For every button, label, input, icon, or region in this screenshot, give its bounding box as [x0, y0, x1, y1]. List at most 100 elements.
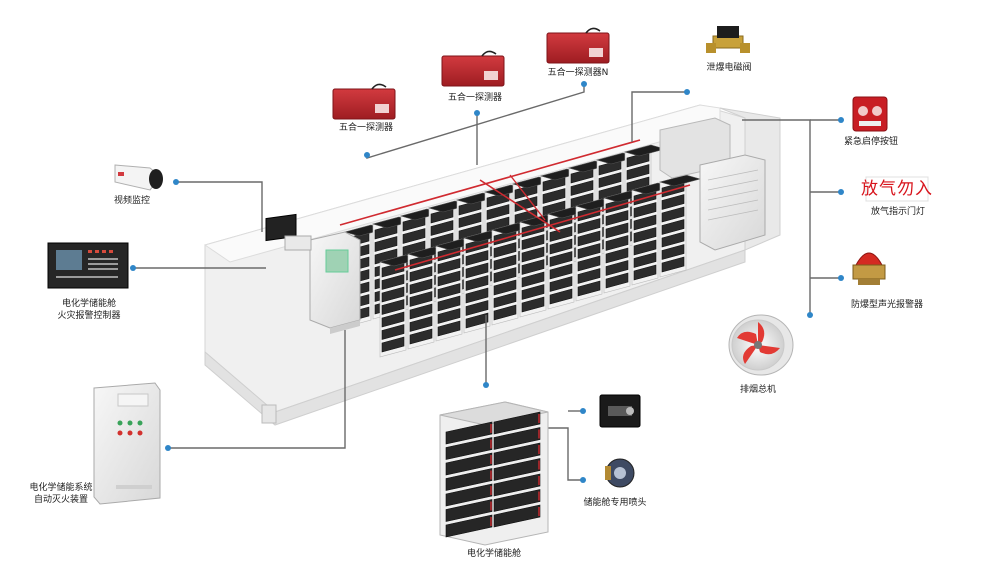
battery-module [445, 499, 493, 522]
battery-module [437, 258, 461, 274]
battery-module [437, 320, 461, 337]
battery-module [661, 231, 685, 248]
battery-module [661, 219, 685, 235]
detector-n-device [546, 27, 610, 64]
battery-module [381, 286, 405, 303]
battery-module [549, 251, 573, 267]
battery-module [437, 283, 461, 299]
battery-module [493, 242, 517, 258]
battery-module [493, 427, 541, 450]
battery-module [409, 303, 433, 320]
battery-module [493, 504, 541, 528]
exhaust-fan-device [728, 314, 794, 376]
emergency-button-label: 紧急启停按钮 [843, 137, 899, 147]
video-camera-device [114, 164, 163, 191]
battery-module [445, 483, 493, 507]
gas-sign-device [865, 176, 929, 202]
battery-module [521, 259, 545, 275]
battery-module [458, 212, 482, 228]
battery-module [445, 437, 493, 460]
detector-1-label: 五合一探测器 [338, 123, 394, 133]
extinguish-label-line2: 自动灭火装置 [33, 495, 88, 505]
battery-module [577, 255, 601, 272]
video-label: 视频监控 [113, 196, 151, 206]
extinguish-label: 电化学储能系统 自动灭火装置 [16, 482, 106, 506]
battery-module [493, 279, 517, 296]
battery-module [465, 287, 489, 304]
battery-module [633, 264, 657, 281]
battery-module [549, 226, 573, 242]
battery-module [465, 275, 489, 291]
battery-module [493, 267, 517, 283]
detector-n-label: 五合一探测器N [547, 68, 609, 78]
detector-2-device [441, 50, 505, 87]
connector-dots [130, 81, 844, 483]
battery-module [381, 336, 405, 353]
battery-module [661, 206, 685, 223]
battery-module [445, 421, 493, 445]
battery-module [493, 411, 541, 435]
wall-controller [265, 213, 312, 251]
battery-module [409, 316, 433, 332]
battery-module [521, 271, 545, 288]
battery-module [445, 468, 493, 491]
battery-module [409, 278, 433, 295]
battery-module [465, 300, 489, 316]
battery-module [381, 324, 405, 340]
battery-module [409, 291, 433, 307]
battery-module [605, 210, 629, 226]
battery-module [633, 227, 657, 243]
battery-module [661, 256, 685, 273]
battery-module [493, 442, 541, 466]
battery-module [577, 268, 601, 284]
battery-module [493, 473, 541, 497]
battery-module [493, 292, 517, 308]
battery-module [521, 296, 545, 313]
extinguish-label-line1: 电化学储能系统 [29, 483, 93, 493]
alarm-label: 防爆型声光报警器 [850, 300, 924, 310]
fire-controller-label-line1: 电化学储能舱 [61, 299, 116, 309]
battery-module [633, 214, 657, 231]
battery-module [493, 254, 517, 271]
battery-module [661, 244, 685, 260]
battery-module [549, 263, 573, 280]
battery-module [493, 458, 541, 481]
battery-module [633, 202, 657, 218]
hvac-unit [659, 117, 766, 251]
battery-module [577, 230, 601, 247]
red-piping [339, 139, 691, 271]
battery-module [437, 308, 461, 324]
battery-module [570, 180, 594, 196]
battery-module [605, 235, 629, 251]
battery-module [409, 328, 433, 345]
fire-controller-label-line2: 火灾报警控制器 [57, 311, 121, 321]
detector-1-device [332, 83, 396, 120]
battery-module [374, 236, 398, 252]
battery-module [493, 489, 541, 512]
extinguish-cabinet-device [93, 382, 161, 505]
nozzle-camera-device [599, 394, 641, 428]
nozzle-device [605, 458, 635, 488]
detector-2-label: 五合一探测器 [447, 93, 503, 103]
internal-control-cabinet [309, 231, 361, 334]
battery-module [430, 220, 454, 236]
battery-module [542, 188, 566, 204]
battery-module [409, 266, 433, 282]
battery-module [605, 272, 629, 289]
fire-controller-label: 电化学储能舱 火灾报警控制器 [44, 298, 134, 322]
battery-module [633, 239, 657, 256]
fire-controller-device [47, 242, 129, 289]
battery-module [437, 295, 461, 312]
battery-module [381, 274, 405, 290]
battery-module [381, 299, 405, 315]
gas-sign-text: 放气勿入 [861, 179, 933, 199]
battery-module [549, 276, 573, 292]
battery-module [577, 243, 601, 259]
alarm-device [852, 252, 886, 285]
battery-module [577, 280, 601, 297]
battery-module [661, 194, 685, 210]
rack-label: 电化学储能舱 [466, 549, 522, 559]
battery-module [633, 252, 657, 268]
battery-module [521, 246, 545, 263]
